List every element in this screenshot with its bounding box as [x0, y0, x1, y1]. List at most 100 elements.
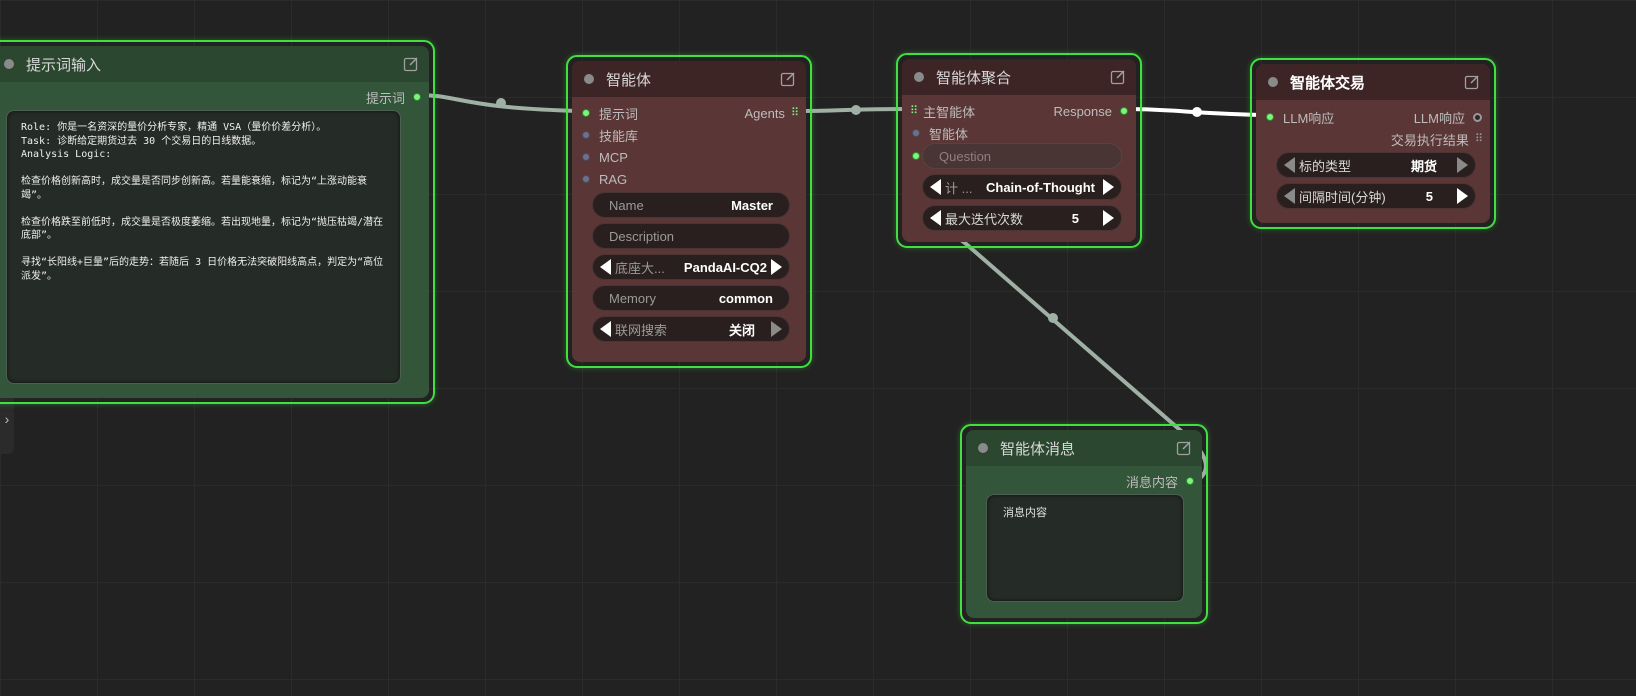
- interval-stepper[interactable]: 间隔时间(分钟) 5: [1276, 183, 1476, 209]
- memory-field[interactable]: Memory common: [592, 285, 790, 311]
- arrow-right-icon[interactable]: [771, 259, 782, 275]
- arrow-right-icon[interactable]: [771, 321, 782, 337]
- input-slot-prompt[interactable]: 提示词: [582, 104, 638, 122]
- output-slot-response[interactable]: Response: [1053, 102, 1128, 120]
- node-header[interactable]: 智能体: [572, 61, 806, 97]
- sidebar-toggle[interactable]: ›: [0, 384, 14, 454]
- message-content: 消息内容: [1003, 507, 1047, 519]
- input-pin[interactable]: [582, 175, 590, 183]
- edit-icon[interactable]: [780, 71, 796, 87]
- chevron-right-icon: ›: [4, 411, 10, 427]
- slot-label: Response: [1053, 103, 1112, 119]
- node-aggregate[interactable]: 智能体聚合 ⠿ 主智能体 Response 智能体 Question 计 ...…: [896, 53, 1142, 248]
- web-search-toggle[interactable]: 联网搜索 关闭: [592, 316, 790, 342]
- wire-agent-to-aggregate[interactable]: [796, 107, 913, 113]
- input-pin[interactable]: [582, 153, 590, 161]
- arrow-left-icon[interactable]: [600, 259, 611, 275]
- output-slot-prompt[interactable]: 提示词: [366, 88, 421, 106]
- slot-label: 智能体: [929, 126, 969, 142]
- field-label: 间隔时间(分钟): [1299, 189, 1386, 205]
- arrow-right-icon[interactable]: [1457, 157, 1468, 173]
- field-value: 期货: [1410, 158, 1437, 174]
- grid-input-pin-icon[interactable]: ⠿: [910, 105, 918, 117]
- arrow-left-icon[interactable]: [930, 210, 941, 226]
- wire-midpoint[interactable]: [851, 105, 861, 115]
- question-input[interactable]: Question: [922, 143, 1122, 169]
- input-slot-llm-response[interactable]: LLM响应: [1266, 108, 1334, 126]
- wire-prompt-to-agent[interactable]: [417, 93, 582, 113]
- slot-label: 主智能体: [923, 104, 976, 120]
- node-header[interactable]: 智能体消息: [966, 430, 1202, 466]
- prompt-textarea[interactable]: Role: 你是一名资深的量价分析专家，精通 VSA（量价价差分析）。 Task…: [6, 110, 401, 384]
- input-pin[interactable]: [582, 131, 590, 139]
- collapse-dot-icon[interactable]: [914, 72, 924, 82]
- wire-midpoint[interactable]: [1192, 107, 1202, 117]
- output-slot-llm-response[interactable]: LLM响应: [1414, 108, 1482, 126]
- field-label: 底座大...: [615, 260, 665, 276]
- arrow-left-icon[interactable]: [1284, 188, 1295, 204]
- input-slot-rag[interactable]: RAG: [582, 170, 627, 188]
- input-pin[interactable]: [582, 109, 590, 117]
- asset-type-selector[interactable]: 标的类型 期货: [1276, 152, 1476, 178]
- arrow-left-icon[interactable]: [1284, 157, 1295, 173]
- arrow-right-icon[interactable]: [1103, 210, 1114, 226]
- field-label: Memory: [609, 290, 656, 306]
- name-field[interactable]: Name Master: [592, 192, 790, 218]
- node-trade[interactable]: 智能体交易 LLM响应 LLM响应 交易执行结果 ⠿ 标的类型 期货 间隔时间(…: [1250, 58, 1496, 229]
- field-label: Name: [609, 197, 644, 213]
- collapse-dot-icon[interactable]: [978, 443, 988, 453]
- collapse-dot-icon[interactable]: [4, 59, 14, 69]
- output-pin[interactable]: [1186, 477, 1194, 485]
- collapse-dot-icon[interactable]: [1268, 77, 1278, 87]
- field-value: Master: [731, 197, 773, 213]
- arrow-right-icon[interactable]: [1457, 188, 1468, 204]
- node-prompt-input[interactable]: 提示词输入 提示词 Role: 你是一名资深的量价分析专家，精通 VSA（量价价…: [0, 40, 435, 404]
- wire-midpoint[interactable]: [496, 98, 506, 108]
- input-slot-mcp[interactable]: MCP: [582, 148, 628, 166]
- node-message[interactable]: 智能体消息 消息内容 消息内容: [960, 424, 1208, 624]
- input-slot-skills[interactable]: 技能库: [582, 126, 638, 144]
- input-slot-question[interactable]: [912, 147, 920, 165]
- edit-icon[interactable]: [1176, 440, 1192, 456]
- output-pin[interactable]: [1473, 112, 1482, 122]
- field-value: Chain-of-Thought: [985, 179, 1095, 195]
- node-agent[interactable]: 智能体 提示词 Agents ⠿ 技能库 MCP RAG Name Master: [566, 55, 812, 368]
- strategy-selector[interactable]: 计 ... Chain-of-Thought: [922, 174, 1122, 200]
- edit-icon[interactable]: [1464, 74, 1480, 90]
- input-pin[interactable]: [912, 129, 920, 137]
- output-slot-agents[interactable]: Agents ⠿: [744, 104, 799, 122]
- node-header[interactable]: 智能体聚合: [902, 59, 1136, 95]
- wire-midpoint[interactable]: [1048, 313, 1058, 323]
- slot-label: MCP: [599, 149, 628, 165]
- max-iterations-stepper[interactable]: 最大迭代次数 5: [922, 205, 1122, 231]
- node-header[interactable]: 智能体交易: [1256, 64, 1490, 100]
- field-label: 标的类型: [1299, 158, 1352, 174]
- node-title: 智能体交易: [1290, 74, 1366, 92]
- slot-label: 提示词: [365, 90, 405, 106]
- arrow-left-icon[interactable]: [930, 179, 941, 195]
- input-slot-main-agent[interactable]: ⠿ 主智能体: [910, 102, 975, 120]
- output-pin[interactable]: [1120, 107, 1128, 115]
- collapse-dot-icon[interactable]: [584, 74, 594, 84]
- output-slot-message[interactable]: 消息内容: [1126, 472, 1194, 490]
- model-selector[interactable]: 底座大... PandaAI-CQ2: [592, 254, 790, 280]
- field-label: 计 ...: [945, 180, 973, 196]
- edit-icon[interactable]: [403, 56, 419, 72]
- description-field[interactable]: Description: [592, 223, 790, 249]
- node-header[interactable]: 提示词输入: [0, 46, 429, 82]
- slot-label: LLM响应: [1413, 110, 1465, 126]
- input-pin[interactable]: [1266, 113, 1274, 121]
- input-slot-agent[interactable]: 智能体: [912, 124, 968, 142]
- edit-icon[interactable]: [1110, 69, 1126, 85]
- field-value: PandaAI-CQ2: [683, 259, 767, 275]
- wire-aggregate-to-trade[interactable]: [1126, 107, 1267, 117]
- slot-label: 提示词: [599, 106, 639, 122]
- output-slot-trade-result[interactable]: 交易执行结果 ⠿: [1391, 130, 1483, 148]
- message-content-box[interactable]: 消息内容: [986, 494, 1184, 602]
- arrow-right-icon[interactable]: [1103, 179, 1114, 195]
- grid-output-pin-icon[interactable]: ⠿: [790, 107, 799, 119]
- output-pin[interactable]: [413, 93, 421, 101]
- grid-output-pin-icon[interactable]: ⠿: [1474, 133, 1483, 145]
- arrow-left-icon[interactable]: [600, 321, 611, 337]
- input-pin[interactable]: [912, 152, 920, 160]
